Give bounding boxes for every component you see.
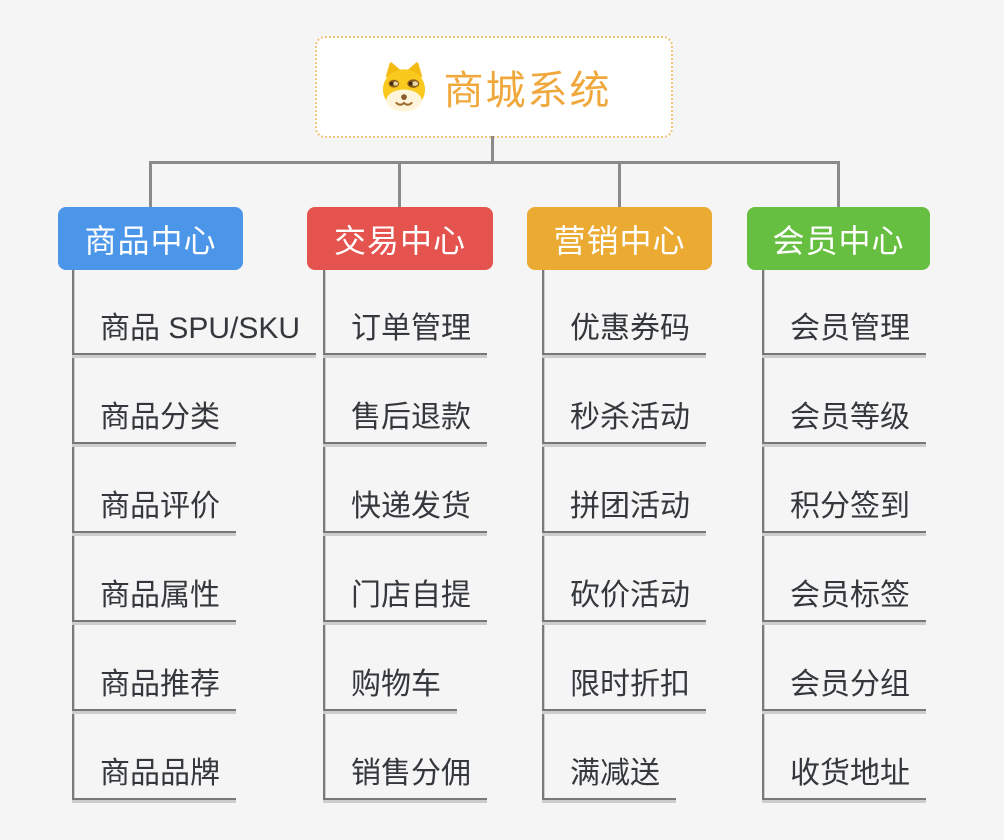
connector-stub-trade — [398, 161, 401, 207]
connector-stub-marketing — [618, 161, 621, 207]
child-node[interactable]: 积分签到 — [762, 483, 926, 533]
branch-spine-trade — [323, 270, 325, 802]
root-node[interactable]: 商城系统 — [315, 36, 673, 138]
child-node[interactable]: 商品 SPU/SKU — [72, 305, 317, 355]
child-node[interactable]: 快递发货 — [323, 483, 487, 533]
branch-spine-member — [762, 270, 764, 802]
branch-spine-product — [72, 270, 74, 802]
root-title: 商城系统 — [443, 69, 612, 113]
child-node[interactable]: 会员分组 — [762, 661, 926, 711]
branch-label: 营销中心 — [553, 222, 686, 259]
child-node[interactable]: 商品分类 — [72, 394, 236, 444]
child-node[interactable]: 门店自提 — [323, 572, 487, 622]
connector-bus — [149, 161, 840, 164]
child-node[interactable]: 秒杀活动 — [542, 394, 706, 444]
child-node[interactable]: 优惠券码 — [542, 305, 706, 355]
child-node[interactable]: 会员标签 — [762, 572, 926, 622]
child-node[interactable]: 会员管理 — [762, 305, 926, 355]
branch-node-product-center[interactable]: 商品中心 — [58, 207, 243, 270]
child-node[interactable]: 销售分佣 — [323, 750, 487, 800]
branch-label: 会员中心 — [772, 222, 905, 259]
branch-node-trade-center[interactable]: 交易中心 — [307, 207, 493, 270]
child-node[interactable]: 商品品牌 — [72, 750, 236, 800]
branch-node-member-center[interactable]: 会员中心 — [747, 207, 930, 270]
child-node[interactable]: 收货地址 — [762, 750, 926, 800]
connector-root-stub — [491, 136, 494, 163]
dog-face-icon — [382, 62, 425, 112]
child-node[interactable]: 会员等级 — [762, 394, 926, 444]
child-node[interactable]: 拼团活动 — [542, 483, 706, 533]
child-node[interactable]: 订单管理 — [323, 305, 487, 355]
branch-label: 商品中心 — [84, 222, 217, 259]
connector-stub-product — [149, 161, 152, 207]
child-node[interactable]: 商品评价 — [72, 483, 236, 533]
branch-node-marketing-center[interactable]: 营销中心 — [527, 207, 712, 270]
child-node[interactable]: 售后退款 — [323, 394, 487, 444]
branch-label: 交易中心 — [333, 222, 466, 259]
connector-stub-member — [837, 161, 840, 207]
child-node[interactable]: 满减送 — [542, 750, 676, 800]
child-node[interactable]: 砍价活动 — [542, 572, 706, 622]
branch-spine-marketing — [542, 270, 544, 802]
child-node[interactable]: 商品推荐 — [72, 661, 236, 711]
child-node[interactable]: 限时折扣 — [542, 661, 706, 711]
child-node[interactable]: 购物车 — [323, 661, 457, 711]
child-node[interactable]: 商品属性 — [72, 572, 236, 622]
